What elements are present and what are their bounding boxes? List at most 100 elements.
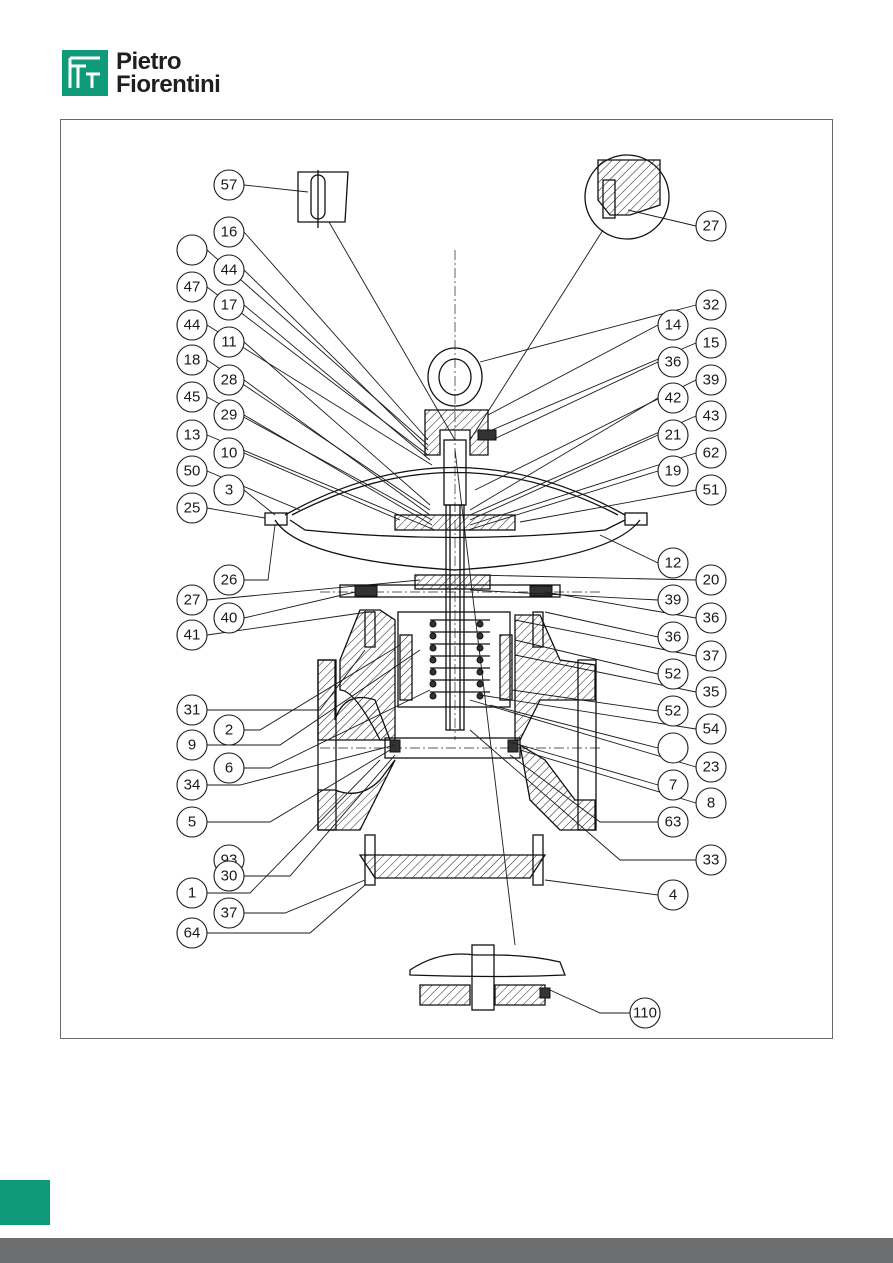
callout-balloon: 14 <box>657 309 689 341</box>
callout-circle <box>695 844 727 876</box>
callout-balloon: 29 <box>213 399 245 431</box>
callout-label: 1 <box>188 885 196 902</box>
callout-circle <box>657 769 689 801</box>
callout-label: 3 <box>225 482 233 499</box>
logo-mark-icon <box>62 50 108 96</box>
callout-balloon: 54 <box>695 713 727 745</box>
callout-label: 34 <box>184 777 201 794</box>
callout-circle <box>176 492 208 524</box>
callout-label: 28 <box>221 372 238 389</box>
callout-balloon: 64 <box>176 917 208 949</box>
callout-balloon: 26 <box>213 564 245 596</box>
callout-circle <box>657 621 689 653</box>
callout-circle <box>695 437 727 469</box>
callout-label: 44 <box>184 317 201 334</box>
callout-label: 57 <box>221 177 238 194</box>
callout-balloon: 6 <box>213 752 245 784</box>
callout-label: 64 <box>184 925 201 942</box>
callout-label: 25 <box>184 500 201 517</box>
callout-balloon: 7 <box>657 769 689 801</box>
callout-balloon: 30 <box>213 860 245 892</box>
callout-circle <box>695 364 727 396</box>
detail-27-inset <box>584 154 670 240</box>
brand-logo: Pietro Fiorentini <box>62 50 252 100</box>
callout-balloon <box>176 234 208 266</box>
footer-bar <box>0 1238 893 1263</box>
callout-label: 11 <box>221 334 237 351</box>
callout-circle <box>213 860 245 892</box>
callout-circle <box>213 364 245 396</box>
callout-balloon: 31 <box>176 694 208 726</box>
callout-circle <box>695 676 727 708</box>
callout-balloon: 51 <box>695 474 727 506</box>
callout-label: 30 <box>221 868 238 885</box>
callout-balloon: 10 <box>213 437 245 469</box>
callout-circle <box>176 234 208 266</box>
callout-label: 39 <box>665 592 682 609</box>
callout-label: 6 <box>225 760 233 777</box>
callout-label: 42 <box>665 390 682 407</box>
callout-circle <box>176 584 208 616</box>
callout-circle <box>629 997 661 1029</box>
callout-balloon: 44 <box>213 254 245 286</box>
callout-balloon: 8 <box>695 787 727 819</box>
callout-circle <box>657 584 689 616</box>
callout-circle <box>176 877 208 909</box>
callout-balloon: 5 <box>176 806 208 838</box>
callout-balloon: 19 <box>657 455 689 487</box>
callout-circle <box>657 309 689 341</box>
callout-circle <box>176 729 208 761</box>
callout-balloon: 1 <box>176 877 208 909</box>
callout-circle <box>695 640 727 672</box>
callout-label: 8 <box>707 795 715 812</box>
callout-label: 21 <box>665 427 682 444</box>
callout-label: 18 <box>184 352 201 369</box>
callout-balloon: 63 <box>657 806 689 838</box>
callout-label: 63 <box>665 814 682 831</box>
callout-balloon: 21 <box>657 419 689 451</box>
callout-balloon: 34 <box>176 769 208 801</box>
callout-label: 20 <box>703 572 720 589</box>
callout-balloon: 27 <box>176 584 208 616</box>
callout-circle <box>176 419 208 451</box>
callout-circle <box>176 619 208 651</box>
callout-balloon: 2 <box>213 714 245 746</box>
callout-label: 5 <box>188 814 196 831</box>
callout-circle <box>213 169 245 201</box>
callout-label: 26 <box>221 572 238 589</box>
callout-balloon: 36 <box>657 621 689 653</box>
callout-label: 36 <box>665 354 682 371</box>
callout-circle <box>657 695 689 727</box>
callout-circle <box>213 399 245 431</box>
callout-circle <box>176 309 208 341</box>
callout-balloon: 47 <box>176 271 208 303</box>
callout-label: 16 <box>221 224 238 241</box>
callout-balloon: 23 <box>695 751 727 783</box>
callout-circle <box>176 271 208 303</box>
callout-balloon: 33 <box>695 844 727 876</box>
callout-label: 43 <box>703 408 720 425</box>
callout-circle <box>213 752 245 784</box>
callout-balloon: 62 <box>695 437 727 469</box>
callout-balloon: 40 <box>213 602 245 634</box>
callout-balloon: 35 <box>695 676 727 708</box>
callout-balloon <box>657 732 689 764</box>
callout-circle <box>657 547 689 579</box>
callout-balloon: 39 <box>695 364 727 396</box>
callout-balloon: 36 <box>657 346 689 378</box>
callout-label: 23 <box>703 759 720 776</box>
callout-circle <box>176 694 208 726</box>
drawing-frame <box>60 119 833 1039</box>
callout-balloon: 9 <box>176 729 208 761</box>
callout-balloon: 25 <box>176 492 208 524</box>
callout-circle <box>213 216 245 248</box>
brand-name: Pietro Fiorentini <box>116 50 221 97</box>
leader-lines <box>206 184 697 1014</box>
callout-label: 47 <box>184 279 201 296</box>
detail-110-inset <box>409 944 566 1011</box>
callout-label: 19 <box>665 463 682 480</box>
callout-circle <box>695 289 727 321</box>
callout-label: 41 <box>184 627 201 644</box>
callout-balloon: 20 <box>695 564 727 596</box>
